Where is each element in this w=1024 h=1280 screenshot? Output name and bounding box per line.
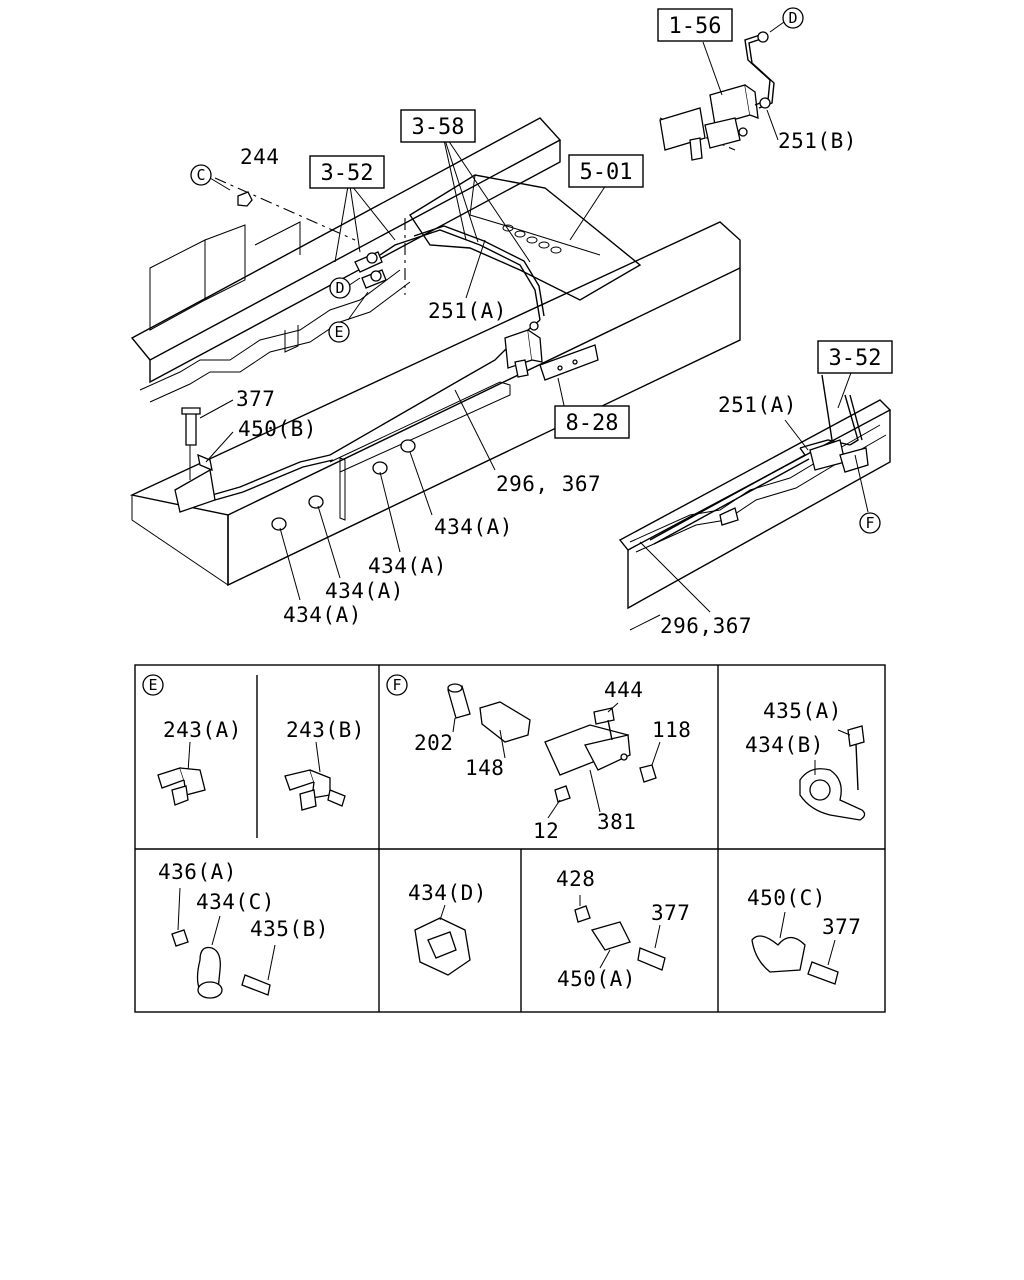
marker-f: F <box>859 512 881 534</box>
cross-member <box>409 174 642 301</box>
detail-frame-rail <box>618 374 892 631</box>
label-381: 381 <box>597 810 636 834</box>
label-435b: 435(B) <box>250 917 329 941</box>
marker-letter: D <box>788 9 797 27</box>
ref-label: 1-56 <box>669 14 722 39</box>
detail-panels <box>134 664 886 1013</box>
brake-pipes <box>204 225 545 501</box>
panel-clamp-435a: 435(A) 434(B) <box>745 699 866 821</box>
panel-bracket-450c: 450(C) 377 <box>747 886 861 985</box>
label-377-a: 377 <box>651 901 690 925</box>
ref-label: 3-52 <box>829 346 882 371</box>
label-434a-3: 434(A) <box>325 579 404 603</box>
ref-label: 5-01 <box>580 160 633 185</box>
marker-d-top: D <box>782 7 804 29</box>
label-377: 377 <box>236 387 275 411</box>
ref-label: 3-52 <box>321 161 374 186</box>
ref-label: 8-28 <box>566 411 619 436</box>
ref-box-5-01[interactable]: 5-01 <box>568 154 644 188</box>
label-251b: 251(B) <box>778 129 857 153</box>
tee-joint-group <box>354 251 387 289</box>
marker-letter: C <box>196 166 205 184</box>
label-444: 444 <box>604 678 643 702</box>
label-118: 118 <box>652 718 691 742</box>
label-243a: 243(A) <box>163 718 242 742</box>
label-12: 12 <box>533 819 559 843</box>
panel-f: F 444 202 148 118 12 381 <box>386 674 691 843</box>
ref-box-3-52-detail[interactable]: 3-52 <box>817 340 893 374</box>
ref-box-3-52[interactable]: 3-52 <box>309 155 385 189</box>
grommets-434a <box>271 439 416 531</box>
tee-243a <box>157 767 206 806</box>
leader-lines <box>199 21 869 613</box>
ref-label: 3-58 <box>412 115 465 140</box>
panel-bracket-450a: 428 377 450(A) <box>556 867 690 991</box>
label-428: 428 <box>556 867 595 891</box>
marker-c: C <box>190 164 212 186</box>
label-296-367: 296, 367 <box>496 472 601 496</box>
tee-243b <box>284 769 346 811</box>
label-450c: 450(C) <box>747 886 826 910</box>
label-434a-2: 434(A) <box>368 554 447 578</box>
label-434c: 434(C) <box>196 890 275 914</box>
marker-letter: D <box>335 279 344 297</box>
panel-clamp-434d: 434(D) <box>408 881 487 976</box>
marker-letter: F <box>865 514 874 532</box>
proportioning-valve <box>504 321 599 381</box>
valve-1-56 <box>659 31 775 161</box>
marker-d: D <box>329 277 351 299</box>
label-377-c: 377 <box>822 915 861 939</box>
centre-line-c <box>214 177 356 241</box>
marker-letter: E <box>148 676 157 694</box>
label-251a: 251(A) <box>428 299 507 323</box>
label-434a-4: 434(A) <box>283 603 362 627</box>
label-202: 202 <box>414 731 453 755</box>
ref-box-1-56[interactable]: 1-56 <box>657 8 733 42</box>
label-434a-1: 434(A) <box>434 515 513 539</box>
panel-clamp-434c: 436(A) 434(C) 435(B) <box>158 860 329 999</box>
main-assembly-view: 1-56 3-58 3-52 5-01 8-28 3-52 C D <box>129 7 893 638</box>
front-frame-rail <box>129 221 741 587</box>
label-436a: 436(A) <box>158 860 237 884</box>
marker-letter: E <box>334 323 343 341</box>
nut-244 <box>237 191 253 207</box>
label-434b: 434(B) <box>745 733 824 757</box>
marker-e: E <box>328 321 350 343</box>
rear-frame-rail <box>130 117 562 403</box>
label-251a-detail: 251(A) <box>718 393 797 417</box>
marker-letter: F <box>392 676 401 694</box>
label-243b: 243(B) <box>286 718 365 742</box>
ref-box-8-28[interactable]: 8-28 <box>554 405 630 439</box>
label-435a: 435(A) <box>763 699 842 723</box>
panel-e: E 243(A) 243(B) <box>142 674 365 838</box>
label-450a: 450(A) <box>557 967 636 991</box>
bracket-450b <box>174 407 216 513</box>
label-244: 244 <box>240 145 279 169</box>
label-434d: 434(D) <box>408 881 487 905</box>
ref-box-3-58[interactable]: 3-58 <box>400 109 476 143</box>
label-450b: 450(B) <box>238 417 317 441</box>
label-296-367-detail: 296,367 <box>660 614 752 638</box>
label-148: 148 <box>465 756 504 780</box>
